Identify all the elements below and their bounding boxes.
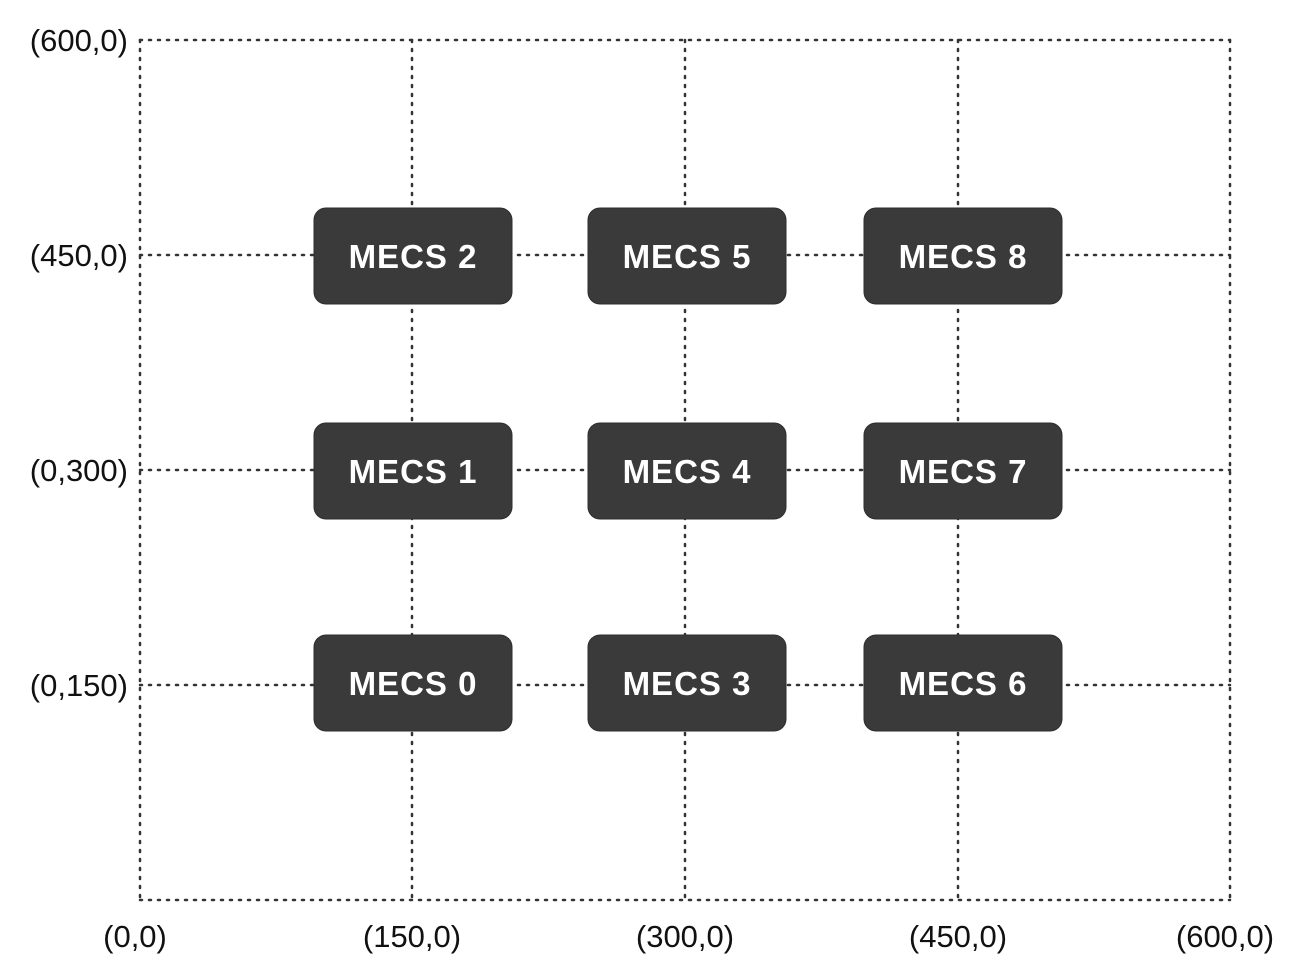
mecs-node-label: MECS 7 [899,453,1028,490]
mecs-node-label: MECS 3 [623,665,752,702]
mecs-node-label: MECS 5 [623,238,752,275]
mecs-node-box [587,422,787,520]
mecs-node-box [313,207,513,305]
mecs-node: MECS 0 [313,634,513,732]
x-tick-label: (150,0) [363,919,461,954]
mecs-node: MECS 2 [313,207,513,305]
mecs-node-box [313,422,513,520]
mecs-node-label: MECS 2 [349,238,478,275]
mecs-node-label: MECS 4 [623,453,752,490]
axis-tick-labels: (0,0) (150,0) (300,0) (450,0) (600,0) (0,150)… [30,23,1274,954]
y-tick-label: (0,300) [30,453,128,488]
mecs-node-box [863,634,1063,732]
mecs-node-label: MECS 8 [899,238,1028,275]
mecs-node: MECS 5 [587,207,787,305]
mecs-node: MECS 3 [587,634,787,732]
mecs-node: MECS 6 [863,634,1063,732]
mecs-nodes: MECS 0 MECS 1 MECS 2 MECS 3 MECS 4 MECS 5 MECS… [313,207,1063,732]
mecs-node-box [863,422,1063,520]
mecs-node: MECS 4 [587,422,787,520]
x-tick-label: (0,0) [103,919,167,954]
mecs-node: MECS 8 [863,207,1063,305]
x-tick-label: (300,0) [636,919,734,954]
mecs-node: MECS 1 [313,422,513,520]
mecs-node-label: MECS 0 [349,665,478,702]
mecs-node: MECS 7 [863,422,1063,520]
mecs-node-label: MECS 6 [899,665,1028,702]
mecs-node-label: MECS 1 [349,453,478,490]
mecs-node-box [587,207,787,305]
y-tick-label: (450,0) [30,238,128,273]
x-tick-label: (450,0) [909,919,1007,954]
mecs-node-box [863,207,1063,305]
x-tick-label: (600,0) [1176,919,1274,954]
y-tick-label: (0,150) [30,668,128,703]
mecs-node-box [313,634,513,732]
mecs-node-box [587,634,787,732]
y-tick-label: (600,0) [30,23,128,58]
